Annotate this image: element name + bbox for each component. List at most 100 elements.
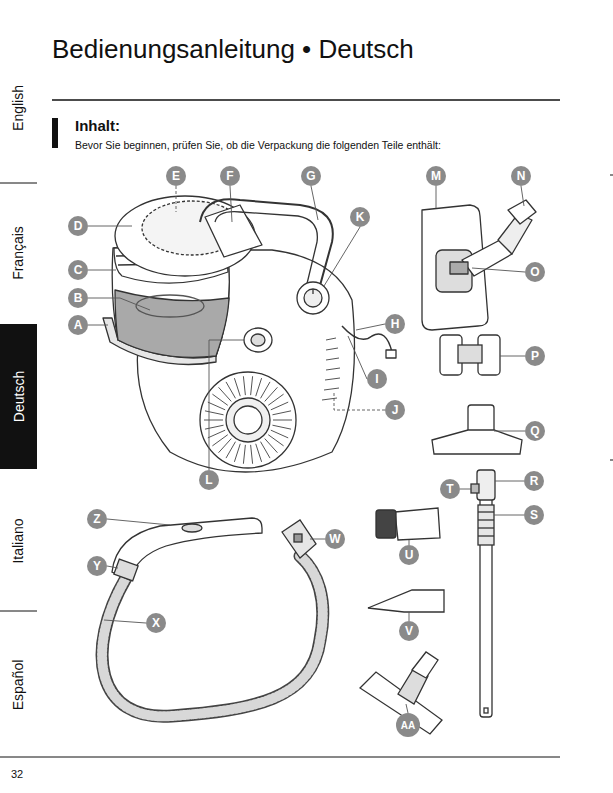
callout-letter-text: D <box>68 216 88 236</box>
vacuum-body <box>103 196 396 472</box>
carry-handle <box>215 212 317 292</box>
callout-letter-text: F <box>220 166 240 186</box>
callout-circle <box>399 545 419 565</box>
leader-line <box>495 481 524 482</box>
leader-line <box>436 186 437 208</box>
callout-circle <box>87 556 107 576</box>
floor-nozzle <box>422 200 536 330</box>
crevice-tool <box>368 590 444 612</box>
callout-letter: X <box>146 613 166 633</box>
callout-circle <box>511 166 531 186</box>
exhaust-vent <box>322 398 337 400</box>
callout-letter: Z <box>87 509 107 529</box>
callout-letter-text: J <box>385 400 405 420</box>
callout-letter-text: X <box>146 613 166 633</box>
callout-letter: H <box>385 314 405 334</box>
callout-letter-text: I <box>367 369 387 389</box>
wheel-spokes <box>251 376 253 395</box>
power-plug <box>386 350 396 358</box>
callout-letter: K <box>350 207 370 227</box>
wheel-spokes <box>219 439 232 453</box>
callout-circle <box>524 505 544 525</box>
callout-letter: L <box>199 470 219 490</box>
callout-circle <box>325 529 345 549</box>
callout-circle <box>524 471 544 491</box>
wheel-spokes <box>212 394 227 405</box>
leader-line <box>88 325 108 326</box>
leader-line <box>472 268 525 272</box>
leader-line <box>310 539 325 540</box>
page-title: Bedienungsanleitung • Deutsch <box>52 34 414 65</box>
callout-letter-text: Z <box>87 509 107 529</box>
callout-letter: AA <box>396 713 420 737</box>
callout-circle <box>396 713 420 737</box>
language-tab: Français <box>10 226 26 280</box>
hard-floor-tool <box>412 652 438 678</box>
callout-letter: B <box>68 288 88 308</box>
page-number: 32 <box>11 768 23 780</box>
language-tab-active: Deutsch <box>0 324 37 469</box>
front-wheel <box>200 372 296 468</box>
leader-line <box>104 620 146 623</box>
callout-circle <box>367 369 387 389</box>
callout-letter-text: E <box>166 166 186 186</box>
hose-handle <box>112 518 262 580</box>
hose-handle <box>114 559 138 581</box>
callout-letter-text: W <box>325 529 345 549</box>
leader-line <box>409 612 410 621</box>
callout-letter-text: H <box>385 314 405 334</box>
exhaust-vent <box>326 358 339 360</box>
exhaust-vent <box>322 338 340 400</box>
leader-line <box>500 356 525 357</box>
wheel-spokes <box>265 387 278 401</box>
section-heading: Inhalt: <box>75 117 120 134</box>
wheel-spokes <box>204 376 292 464</box>
leader-line <box>230 186 232 222</box>
intro-text: Bevor Sie beginnen, prüfen Sie, ob die V… <box>75 139 555 151</box>
callout-circle <box>350 207 370 227</box>
callout-letter: R <box>524 471 544 491</box>
callout-letter: C <box>68 260 88 280</box>
telescopic-wand <box>471 484 479 493</box>
callout-letter-text: M <box>426 166 446 186</box>
callout-letter-text: T <box>440 479 460 499</box>
wheel-spokes <box>271 430 288 438</box>
callout-letter: M <box>426 166 446 186</box>
telescopic-wand <box>484 708 488 713</box>
telescopic-wand <box>478 511 494 512</box>
power-knob <box>304 289 322 307</box>
page-rule <box>0 757 560 758</box>
telescopic-wand <box>478 527 494 528</box>
callout-letter-text: K <box>350 207 370 227</box>
callout-circle <box>440 479 460 499</box>
exhaust-vent <box>326 338 336 340</box>
callout-circle <box>199 470 219 490</box>
callout-letter: G <box>301 166 321 186</box>
callout-letter-text: O <box>525 262 545 282</box>
wheel-spokes <box>273 420 292 421</box>
dust-bin-window <box>115 290 229 357</box>
leader-line <box>356 324 385 330</box>
wheel-spokes <box>265 439 278 453</box>
callout-circle <box>525 421 545 441</box>
callout-letter-text: L <box>199 470 219 490</box>
language-tab: Español <box>10 660 26 711</box>
callout-letter: E <box>166 166 186 186</box>
wheel-spokes <box>204 420 223 421</box>
callout-letter-text: A <box>68 315 88 335</box>
dusting-brush <box>395 508 440 540</box>
page-rule <box>610 460 613 461</box>
leader-line <box>88 298 150 310</box>
telescopic-wand <box>478 519 494 520</box>
leader-line <box>521 186 524 206</box>
floor-nozzle <box>436 250 472 292</box>
telescopic-wand <box>477 470 495 500</box>
callout-circle <box>426 166 446 186</box>
exhaust-vent <box>324 388 339 390</box>
callout-circle <box>166 166 186 186</box>
callout-letter-text: S <box>524 505 544 525</box>
tool-clip <box>440 335 500 375</box>
leader-line <box>348 336 367 379</box>
callout-letter: D <box>68 216 88 236</box>
